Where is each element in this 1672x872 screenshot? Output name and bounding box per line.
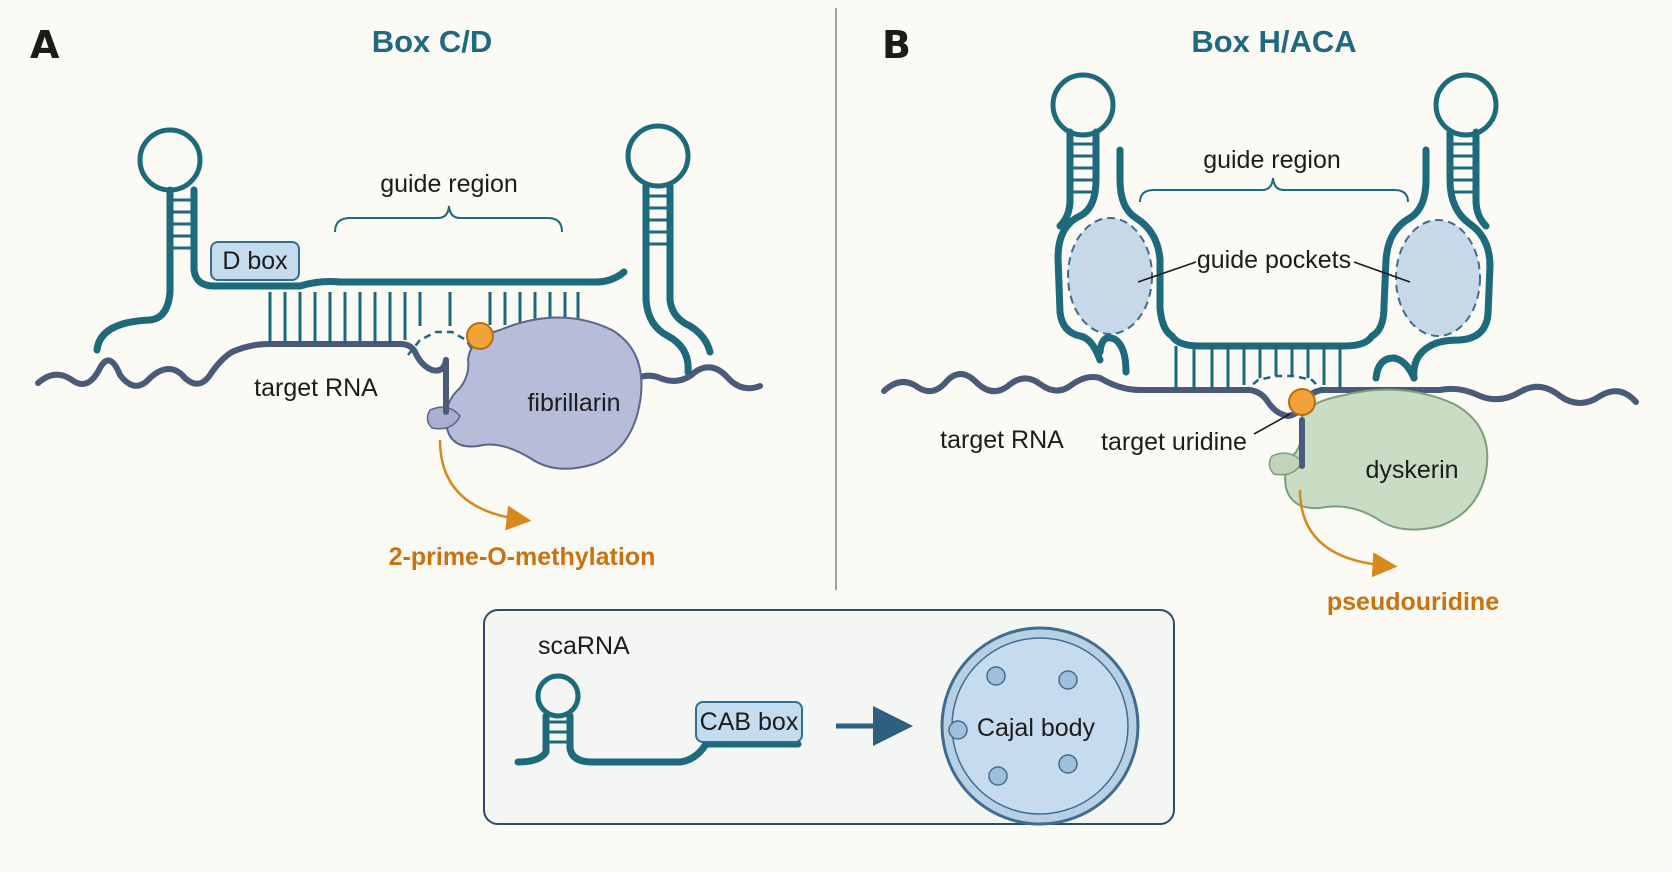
panel-a-target-rna-tail: [619, 364, 763, 393]
inset-scarna-loop: [535, 673, 581, 719]
scarna-inset: scaRNA CAB box Cajal body: [483, 609, 1175, 826]
panel-a-modification-label: 2-prime-O-methylation: [389, 543, 656, 571]
panel-b-left-guide-pocket: [1067, 217, 1153, 335]
panel-a-right-loop: [625, 123, 691, 189]
panel-b-title: Box H/ACA: [1191, 24, 1356, 59]
panel-b-left-hairpin-inner: [1116, 146, 1176, 340]
panel-b-target-uridine-dot: [1288, 388, 1316, 416]
panel-b-left-stem-pairs: [1070, 142, 1096, 194]
panel-b-guide-pockets-label: guide pockets: [1197, 246, 1351, 274]
panel-a-left-stem-pairs: [170, 198, 194, 250]
panel-b-right-stem-pairs: [1450, 142, 1476, 194]
panel-b-target-site-ring: [1243, 374, 1325, 393]
panel-b-right-upper-stem: [1446, 128, 1490, 230]
panel-b-left-hairpin-outer: [1054, 146, 1104, 364]
panel-b-guide-region-label: guide region: [1203, 146, 1341, 174]
panel-a-methyl-site: [466, 322, 494, 350]
fibrillarin-label: fibrillarin: [527, 389, 620, 417]
inset-cab-box: [695, 701, 803, 743]
panel-a-d-box: [210, 241, 300, 281]
fibrillarin-enzyme: [444, 316, 643, 470]
panel-a-snorna-right-arm: [642, 221, 692, 376]
panel-b-right-hairpin-inner: [1368, 146, 1430, 340]
panel-b-guide-brace: [1139, 177, 1409, 203]
panel-b-left-hinge: [1096, 334, 1130, 376]
inset-scarna-stem-pairs: [546, 720, 570, 744]
panel-b-right-loop: [1433, 72, 1499, 138]
panel-b-right-hinge: [1372, 354, 1418, 382]
panel-b-guide-strand: [1168, 332, 1376, 350]
panel-a-left-stem: [166, 186, 198, 232]
panel-b-target-rna-label: target RNA: [940, 426, 1064, 454]
panel-a-target-rna-label: target RNA: [254, 374, 378, 402]
panel-b-letter: B: [882, 23, 911, 67]
panel-a-modification-arrow: [438, 439, 532, 531]
dyskerin-label: dyskerin: [1365, 456, 1458, 484]
panel-b-left-upper-stem: [1056, 128, 1100, 230]
panel-a-guide-region-label: guide region: [380, 170, 518, 198]
cajal-body-label: Cajal body: [977, 714, 1096, 742]
panel-b-right-hairpin-outer: [1410, 146, 1494, 382]
inset-scarna-strand: [514, 712, 802, 766]
panel-b: B Box H/ACA guide region: [881, 23, 1639, 616]
panel-b-uridine-leader: [1253, 413, 1291, 435]
panel-a-right-stem-pairs: [646, 194, 670, 246]
panel-b-right-guide-pocket: [1395, 219, 1481, 337]
panel-b-target-rna: [881, 371, 1639, 419]
panel-b-target-uridine-label: target uridine: [1101, 428, 1247, 456]
panel-b-modification-label: pseudouridine: [1327, 588, 1499, 616]
panel-a-target-rna: [35, 341, 449, 389]
panel-b-left-loop: [1050, 72, 1116, 138]
inset-cab-box-label: CAB box: [700, 708, 799, 736]
panel-a-title: Box C/D: [372, 24, 493, 59]
panel-a-d-box-label: D box: [222, 247, 288, 275]
panel-a-target-site-ring: [407, 330, 476, 356]
panel-b-pocket-leader-left: [1137, 261, 1197, 283]
panel-b-pocket-leader-right: [1353, 261, 1411, 283]
panel-a-guide-strand: [190, 221, 628, 290]
panel-a-guide-brace: [334, 205, 563, 233]
panel-a-left-loop: [137, 127, 203, 193]
inset-scarna-label: scaRNA: [538, 632, 630, 660]
panel-a-letter: A: [30, 23, 60, 67]
panel-b-modification-arrow: [1298, 489, 1398, 578]
cajal-body-foci: [948, 666, 1078, 786]
panel-a-snorna-left-arm: [93, 221, 174, 354]
dyskerin-lobe: [1268, 452, 1303, 476]
panel-a: A Box C/D guide region: [30, 23, 763, 571]
panel-b-base-pairs: [1174, 346, 1342, 390]
